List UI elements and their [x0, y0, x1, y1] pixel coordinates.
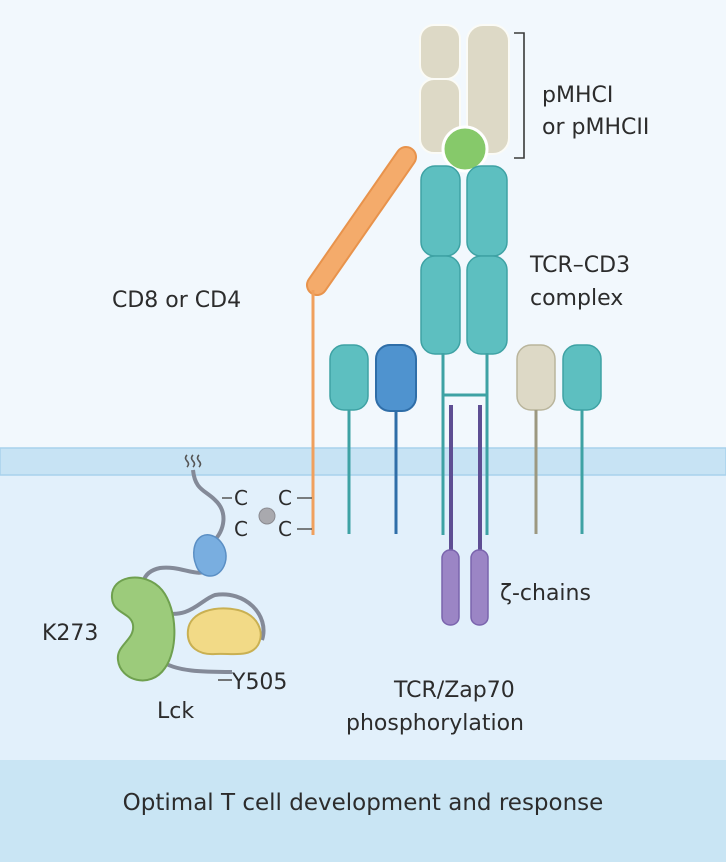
tcr-domain [466, 255, 508, 355]
phosphorylation-label-line1: TCR/Zap70 [393, 678, 515, 703]
y505-label: Y505 [231, 670, 287, 695]
cd3-subunits [329, 344, 602, 534]
coreceptor [306, 146, 417, 535]
tcr-cd3-label-line1: TCR–CD3 [529, 253, 630, 278]
coreceptor-ectodomain-fill [308, 148, 415, 294]
zinc-ion [258, 507, 276, 525]
mhc-domain [419, 24, 461, 80]
cd3-domain [329, 344, 369, 411]
cd3-domain [562, 344, 602, 411]
plasma-membrane [0, 447, 726, 476]
lck-sh2-domain [186, 607, 262, 656]
lck-sh3-domain [193, 534, 227, 577]
k273-label: K273 [42, 621, 98, 646]
lck-linker [159, 592, 266, 641]
phosphorylation-label-line2: phosphorylation [346, 711, 524, 736]
lck-linker [191, 469, 226, 544]
zeta-chains [441, 405, 489, 626]
tcr-cd3-label-line2: complex [530, 286, 623, 311]
footer-text: Optimal T cell development and response [123, 790, 604, 816]
pmhc-bracket [514, 32, 525, 159]
coreceptor-label: CD8 or CD4 [112, 288, 241, 313]
tcr-heterodimer [420, 165, 508, 535]
peptide [441, 125, 489, 173]
cd3-domain [375, 344, 417, 412]
pmhc-complex [419, 24, 510, 173]
lck-kinase-lobe [110, 576, 176, 682]
tcr-domain [420, 165, 461, 257]
zeta-cytoplasmic-tail [441, 549, 460, 626]
cys-c1: C [234, 486, 248, 510]
lck-label: Lck [157, 699, 194, 724]
tcr-domain [466, 165, 508, 257]
zeta-cytoplasmic-tail [470, 549, 489, 626]
lipid-anchor-icon [184, 454, 202, 468]
pmhc-label-line1: pMHCI [542, 83, 613, 108]
mhc-domain [466, 24, 510, 155]
pmhc-label-line2: or pMHCII [542, 115, 649, 140]
lck-kinase [110, 454, 266, 682]
cys-c4: C [278, 517, 292, 541]
zeta-label: ζ-chains [500, 581, 591, 606]
tcr-domain [420, 255, 461, 355]
cys-c3: C [278, 486, 292, 510]
cys-c2: C [234, 517, 248, 541]
cysteine-clasp: C C C C [222, 486, 312, 541]
footer-band [0, 760, 726, 862]
cd3-domain [516, 344, 556, 411]
